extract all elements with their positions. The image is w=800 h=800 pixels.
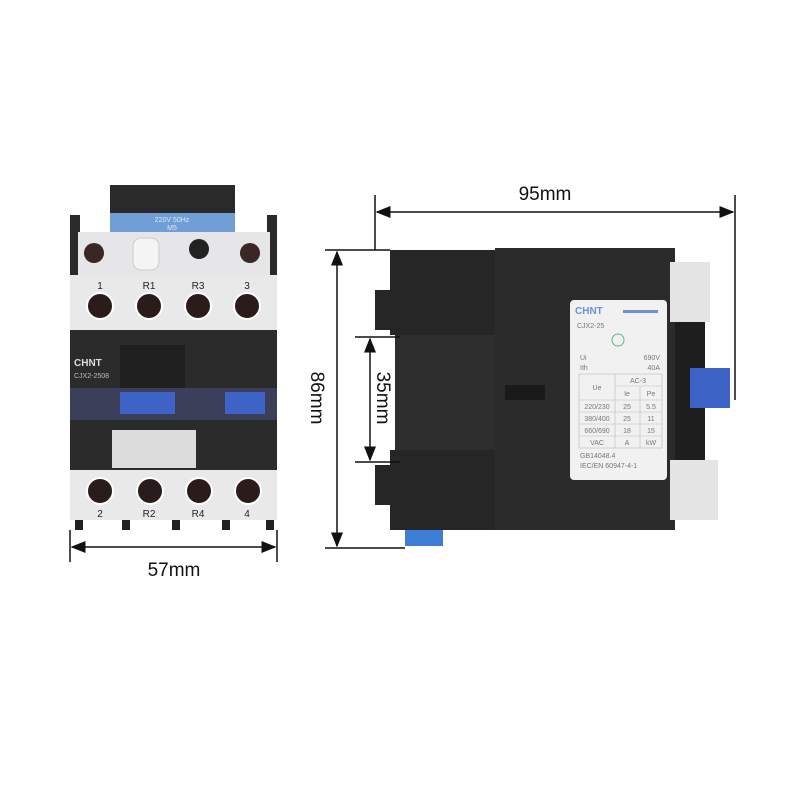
col-ie: Ie	[624, 391, 630, 398]
cell: 15	[647, 428, 655, 435]
category: AC-3	[630, 378, 646, 385]
terminal-label: R4	[192, 509, 205, 520]
aux-blue-clip	[690, 368, 730, 408]
depth-label: 95mm	[519, 184, 572, 205]
cell: VAC	[590, 440, 604, 447]
cell: 11	[647, 416, 654, 423]
ith-value: 40A	[648, 365, 661, 372]
cell: A	[625, 440, 630, 447]
dimension-lines	[69, 195, 736, 562]
ui-label: Ui	[580, 355, 587, 362]
coil-terminal-band	[78, 232, 270, 277]
height-label: 86mm	[306, 372, 327, 425]
label-model: CJX2-25	[577, 323, 604, 330]
terminal-label: R3	[192, 281, 205, 292]
cell: 25	[623, 404, 631, 411]
cell: 25	[623, 416, 631, 423]
bottom-terminal-screws	[86, 477, 262, 505]
cell: 660/690	[584, 428, 609, 435]
terminal-label: R2	[143, 509, 156, 520]
col-pe: Pe	[647, 391, 656, 398]
top-terminal-screws	[86, 292, 261, 320]
terminal-label: 4	[244, 509, 250, 520]
mount-label: 35mm	[372, 372, 393, 425]
top-terminal-labels: 1 R1 R3 3	[97, 281, 250, 292]
rating-label: CHNT CJX2-25 Ui 690V Ith 40A Ue AC-3 Ie …	[570, 300, 667, 480]
front-model: CJX2-2508	[74, 373, 109, 380]
cell: 220/230	[584, 404, 609, 411]
side-view-contactor	[375, 248, 730, 546]
coil-label	[110, 213, 235, 233]
width-label: 57mm	[148, 560, 201, 581]
terminal-label: R1	[143, 281, 156, 292]
terminal-label: 3	[244, 281, 250, 292]
ui-value: 690V	[644, 355, 661, 362]
cell: 380/400	[584, 416, 609, 423]
coil-code: M5	[167, 225, 177, 232]
rating-rows: 220/230 25 5.5 380/400 25 11 660/690 18 …	[584, 404, 656, 447]
terminal-label: 2	[97, 509, 103, 520]
label-brand: CHNT	[575, 306, 603, 317]
terminal-label: 1	[97, 281, 103, 292]
ith-label: Ith	[580, 365, 588, 372]
coil-voltage: 220V 50Hz	[155, 217, 190, 224]
cell: 5.5	[646, 404, 656, 411]
cell: kW	[646, 440, 657, 447]
indicator-window	[112, 430, 196, 468]
front-view-contactor: 220V 50Hz M5 1 R1 R3 3 CHNT CJX2-2508	[70, 185, 277, 530]
din-clip	[405, 530, 443, 546]
ue-label: Ue	[593, 385, 602, 392]
cell: 18	[623, 428, 631, 435]
standard-2: IEC/EN 60947-4-1	[580, 463, 637, 470]
front-brand: CHNT	[74, 358, 102, 369]
standard-1: GB14048.4	[580, 453, 616, 460]
bottom-terminal-labels: 2 R2 R4 4	[97, 509, 250, 520]
